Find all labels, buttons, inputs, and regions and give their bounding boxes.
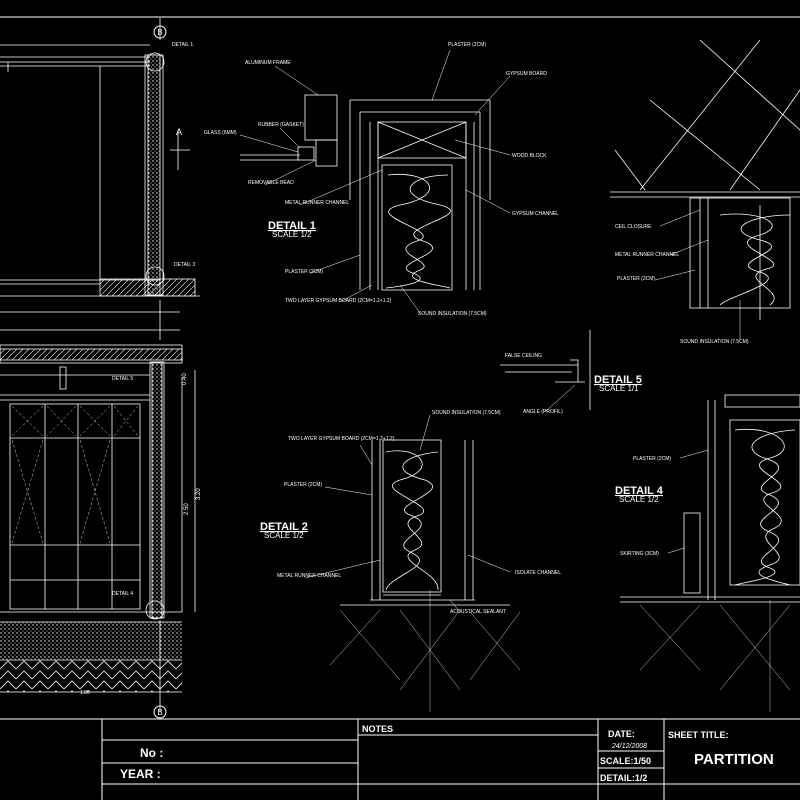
elevation-callout-detail1: DETAIL 1	[172, 42, 193, 48]
detail5-false-ceiling: FALSE CEILING	[505, 353, 542, 359]
title-notes-label: NOTES	[362, 724, 393, 734]
title-detail: DETAIL:1/2	[600, 773, 647, 783]
detail1-leaders	[239, 49, 511, 314]
title-scale: SCALE:1/50	[600, 756, 651, 766]
detail1-gypsum-board: GYPSUM BOARD	[506, 71, 547, 77]
detail1-sound-insulation: SOUND INSULATION (7.5CM)	[418, 311, 487, 317]
floor-fill	[0, 622, 182, 660]
section-marker-top: B	[153, 25, 167, 39]
detail4-scale: SCALE 1/2	[619, 495, 659, 504]
detail1-rubber-gasket: RUBBER (GASKET)	[258, 122, 304, 128]
detail2-drawing	[340, 439, 510, 606]
detail1-glass: GLASS (6MM)	[204, 130, 237, 136]
detail5-angle: ANGLE (PROFIL)	[523, 409, 563, 415]
detail1-removable-bead: REMOVABLE BEAD	[248, 180, 294, 186]
title-sheet-title-label: SHEET TITLE:	[668, 730, 729, 740]
detail4-skirting: SKIRTING (3CM)	[620, 551, 659, 557]
section-marker-bottom: B	[153, 705, 167, 719]
dim-180: 1.80	[80, 690, 90, 696]
detail1-gypsum-channel: GYPSUM CHANNEL	[512, 211, 559, 217]
elevation-callout-detail3: DETAIL 3	[174, 262, 195, 268]
detail3-sound-insulation: SOUND INSULATION (7.5CM)	[680, 339, 749, 345]
section-a-label: A	[176, 127, 182, 137]
detail1-metal-runner: METAL RUNNER CHANNEL	[285, 200, 349, 206]
detail3-plaster: PLASTER (2CM)	[617, 276, 655, 282]
title-date-label: DATE:	[608, 729, 635, 739]
title-no-label: No :	[140, 746, 163, 760]
ground-fill	[0, 660, 182, 692]
section-marker-label: B	[157, 28, 162, 37]
detail3-drawing	[610, 39, 800, 320]
detail2-sound-insulation: SOUND INSULATION (7.5CM)	[432, 410, 501, 416]
detail1-two-layer: TWO LAYER GYPSUM BOARD (2CM=1.2+1.2)	[285, 298, 392, 304]
detail1-plaster-left: PLASTER (2CM)	[285, 269, 323, 275]
detail3-metal-runner: METAL RUNNER CHANNEL	[615, 252, 679, 258]
detail2-metal-runner: METAL RUNNER CHANNEL	[277, 573, 341, 579]
dim-250: 2.50	[184, 503, 190, 515]
detail2-plaster: PLASTER (2CM)	[284, 482, 322, 488]
detail1-plaster-top: PLASTER (2CM)	[448, 42, 486, 48]
detail3-leaders	[654, 209, 741, 340]
title-year-label: YEAR :	[120, 767, 161, 781]
elevation-callout-detail4: DETAIL 4	[112, 591, 133, 597]
detail3-ceil-closure: CEIL CLOSURE	[615, 224, 652, 230]
detail2-acoustical-sealant: ACOUSTICAL SEALANT	[450, 609, 506, 615]
detail1-title: DETAIL 1	[268, 220, 316, 232]
detail5-leaders	[544, 384, 576, 413]
elevation-diagonals	[11, 405, 139, 544]
detail2-ground-hatch	[329, 590, 521, 712]
section-marker-label-bottom: B	[157, 708, 162, 717]
detail4-title: DETAIL 4	[615, 485, 664, 497]
title-sheet-title: PARTITION	[694, 751, 774, 768]
detail2-scale: SCALE 1/2	[264, 531, 304, 540]
detail1-scale: SCALE 1/2	[272, 230, 312, 239]
detail5-title: DETAIL 5	[594, 374, 642, 386]
detail2-leaders	[304, 414, 511, 613]
detail1-aluminum-frame: ALUMINUM FRAME	[245, 60, 291, 66]
elevation-top	[0, 18, 200, 340]
detail4-leaders	[667, 449, 709, 554]
detail2-title: DETAIL 2	[260, 521, 308, 533]
title-date-value: 24/12/2008	[611, 743, 647, 750]
detail2-isolate-channel: ISOLATE CHANNEL	[515, 570, 561, 576]
detail4-ground-hatch	[639, 600, 791, 712]
detail4-plaster: PLASTER (2CM)	[633, 456, 671, 462]
dim-320: 3.20	[196, 488, 202, 500]
detail2-two-layer: TWO LAYER GYPSUM BOARD (2CM=1.2+1.2)	[288, 436, 395, 442]
dim-040: 0.40	[182, 373, 188, 385]
detail1-drawing	[240, 94, 491, 291]
title-block	[0, 718, 800, 800]
detail5-scale: SCALE 1/1	[599, 384, 639, 393]
detail1-wood-block: WOOD BLOCK	[512, 153, 547, 159]
detail5-drawing	[500, 330, 591, 410]
elevation-callout-detail5: DETAIL 5	[112, 376, 133, 382]
